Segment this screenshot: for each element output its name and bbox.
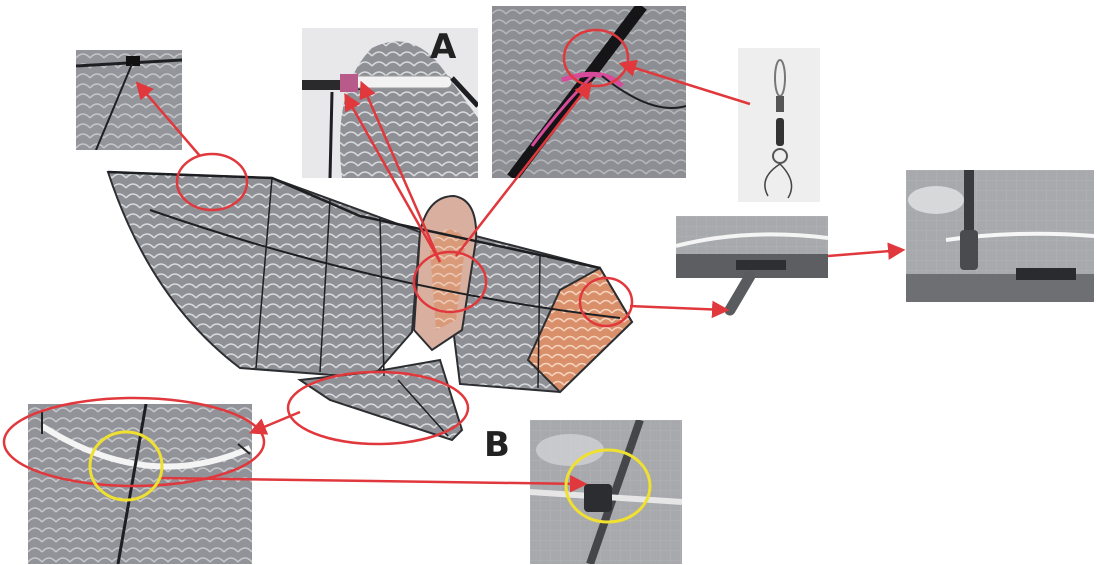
- detail-swivel-clip-photo: [738, 48, 820, 202]
- detail-wing-corner-photo: [76, 50, 182, 150]
- detail-bridle-knot-photo: [492, 6, 686, 178]
- detail-wingtip-large-photo: [906, 170, 1094, 302]
- tube-fitting: [710, 270, 770, 320]
- detail-wingtip-connector-photo: [676, 216, 828, 278]
- label-b: B: [484, 428, 510, 462]
- detail-b-connector-photo: [530, 420, 682, 564]
- detail-tail-underside-photo: [28, 404, 252, 564]
- label-a: A: [430, 30, 456, 64]
